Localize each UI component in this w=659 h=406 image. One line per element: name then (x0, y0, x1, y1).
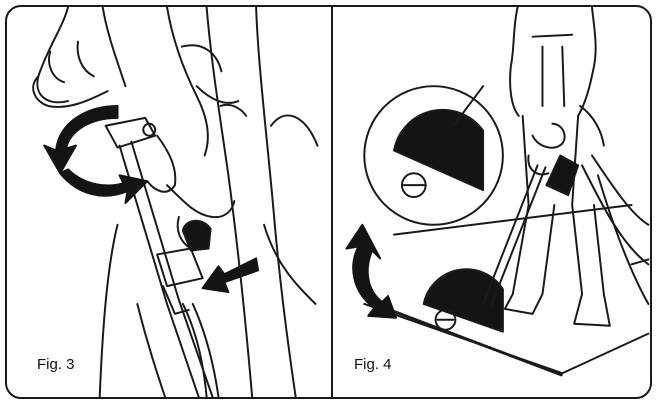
figure-4-panel: Fig. 4 (333, 7, 650, 397)
operator-figure (505, 7, 610, 326)
ground-outline (364, 205, 648, 373)
trimmer-head (424, 269, 503, 331)
figure-caption: Fig. 4 (351, 356, 395, 373)
operator-legs (100, 7, 318, 397)
illustration-frame: Fig. 3 (5, 5, 652, 399)
figure-3-illustration (7, 7, 331, 397)
figure-4-illustration (333, 7, 650, 397)
power-cable (582, 155, 648, 303)
magnified-inset (364, 86, 503, 225)
figure-3-panel: Fig. 3 (7, 7, 331, 397)
figure-caption: Fig. 3 (34, 356, 78, 373)
swing-arrow-icon (346, 225, 395, 318)
direction-arrow-icon (203, 258, 258, 292)
